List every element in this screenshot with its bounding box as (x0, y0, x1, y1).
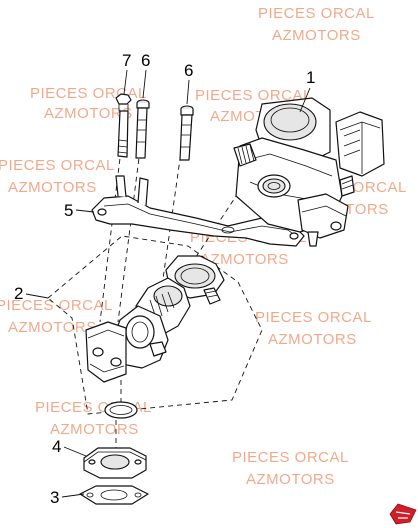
callout-number: 4 (52, 437, 61, 456)
watermark-text: PIECES ORCAL (0, 297, 113, 314)
carburettor-part-1 (233, 97, 385, 247)
spacer-part-4 (83, 447, 147, 479)
stud-part-6-left (135, 99, 150, 159)
callout-number: 3 (50, 488, 59, 507)
callout-number: 5 (64, 201, 73, 220)
callouts: 1 2 3 4 5 6 6 7 (14, 51, 315, 507)
watermark-text: AZMOTORS (8, 179, 97, 196)
watermark-text: AZMOTORS (200, 251, 289, 268)
bracket-part-5 (91, 175, 305, 247)
watermark-text: AZMOTORS (8, 319, 97, 336)
gasket-part-3 (79, 485, 149, 505)
watermark-text: AZMOTORS (268, 331, 357, 348)
assembly-group-outline (47, 235, 263, 415)
o-ring (104, 401, 138, 419)
watermark-text: AZMOTORS (272, 27, 361, 44)
watermark-text: PIECES ORCAL (255, 309, 372, 326)
bolt-part-7 (115, 93, 132, 158)
callout-number: 6 (184, 61, 193, 80)
callout-number: 1 (306, 68, 315, 87)
watermark-text: PIECES ORCAL (258, 5, 375, 22)
watermark-text: PIECES ORCAL (195, 87, 312, 104)
watermark-text: AZMOTORS (246, 471, 335, 488)
watermark-text: AZMOTORS (50, 421, 139, 438)
callout-number: 6 (141, 51, 150, 70)
callout-number: 2 (14, 284, 23, 303)
brand-logo (389, 503, 417, 525)
watermark: PIECES ORCAL AZMOTORS PIECES ORCAL AZMOT… (0, 5, 406, 488)
intake-manifold-part-2 (85, 277, 191, 383)
watermark-text: PIECES ORCAL (0, 157, 115, 174)
stud-part-6-right (179, 105, 194, 161)
watermark-text: PIECES ORCAL (232, 449, 349, 466)
watermark-text: AZMOTORS (44, 105, 133, 122)
callout-number: 7 (122, 51, 131, 70)
